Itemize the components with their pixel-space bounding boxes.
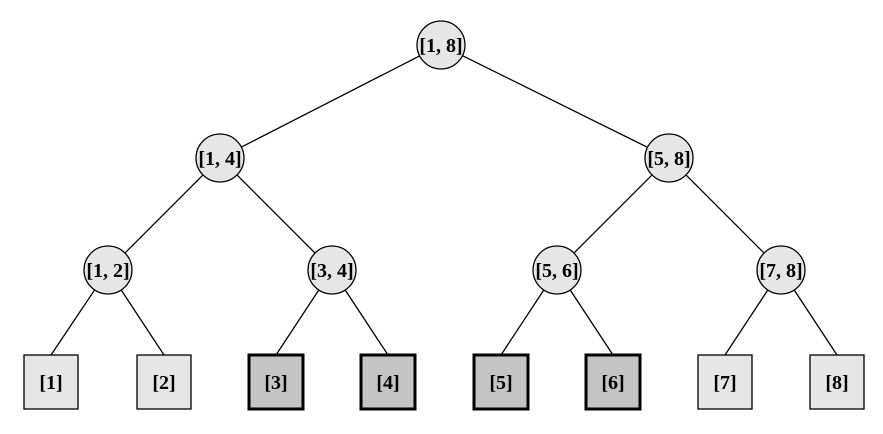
leaf-box bbox=[809, 354, 865, 410]
leaf-label: [8] bbox=[825, 372, 848, 394]
tree-node-5-8: [5, 8] bbox=[644, 133, 694, 183]
leaf-node-4: [4] bbox=[359, 353, 417, 411]
node-circle bbox=[83, 245, 133, 295]
leaf-node-1: [1] bbox=[23, 354, 79, 410]
leaf-node-2: [2] bbox=[136, 354, 192, 410]
tree-edges bbox=[50, 55, 838, 356]
node-label: [1, 2] bbox=[86, 260, 129, 282]
node-label: [5, 8] bbox=[647, 148, 690, 170]
tree-edge bbox=[344, 289, 389, 356]
node-label: [1, 4] bbox=[198, 148, 241, 170]
leaf-box bbox=[472, 353, 530, 411]
node-label: [1, 8] bbox=[419, 35, 462, 57]
leaf-node-3: [3] bbox=[247, 353, 305, 411]
leaf-label: [6] bbox=[601, 372, 624, 394]
leaf-label: [5] bbox=[489, 372, 512, 394]
node-circle bbox=[416, 20, 466, 70]
leaf-label: [2] bbox=[152, 372, 175, 394]
leaf-label: [7] bbox=[713, 372, 736, 394]
tree-edge bbox=[724, 289, 769, 356]
tree-edge bbox=[793, 289, 838, 356]
tree-edge bbox=[685, 174, 765, 254]
tree-node-7-8: [7, 8] bbox=[756, 245, 806, 295]
tree-node-1-8: [1, 8] bbox=[416, 20, 466, 70]
node-label: [3, 4] bbox=[310, 260, 353, 282]
node-circle bbox=[195, 133, 245, 183]
leaf-node-7: [7] bbox=[697, 354, 753, 410]
node-label: [7, 8] bbox=[759, 260, 802, 282]
tree-edge bbox=[275, 289, 320, 356]
leaf-node-5: [5] bbox=[472, 353, 530, 411]
node-label: [5, 6] bbox=[535, 260, 578, 282]
leaf-box bbox=[247, 353, 305, 411]
node-circle bbox=[532, 245, 582, 295]
leaf-box bbox=[23, 354, 79, 410]
tree-node-5-6: [5, 6] bbox=[532, 245, 582, 295]
tree-edge bbox=[236, 174, 316, 254]
tree-edge bbox=[241, 55, 420, 148]
leaf-label: [1] bbox=[39, 372, 62, 394]
tree-edge bbox=[500, 289, 545, 356]
tree-edge bbox=[50, 289, 96, 356]
tree-node-1-2: [1, 2] bbox=[83, 245, 133, 295]
leaf-label: [4] bbox=[376, 372, 399, 394]
tree-edge bbox=[124, 174, 204, 254]
leaf-box bbox=[359, 353, 417, 411]
leaf-node-8: [8] bbox=[809, 354, 865, 410]
node-circle bbox=[644, 133, 694, 183]
node-circle bbox=[756, 245, 806, 295]
tree-edge bbox=[120, 289, 165, 356]
tree-node-1-4: [1, 4] bbox=[195, 133, 245, 183]
tree-node-3-4: [3, 4] bbox=[307, 245, 357, 295]
leaf-box bbox=[136, 354, 192, 410]
node-circle bbox=[307, 245, 357, 295]
tree-edge bbox=[462, 55, 648, 148]
tree-edge bbox=[569, 289, 614, 356]
leaf-node-6: [6] bbox=[584, 353, 642, 411]
tree-edge bbox=[573, 174, 653, 254]
leaf-label: [3] bbox=[264, 372, 287, 394]
leaf-box bbox=[584, 353, 642, 411]
leaf-box bbox=[697, 354, 753, 410]
